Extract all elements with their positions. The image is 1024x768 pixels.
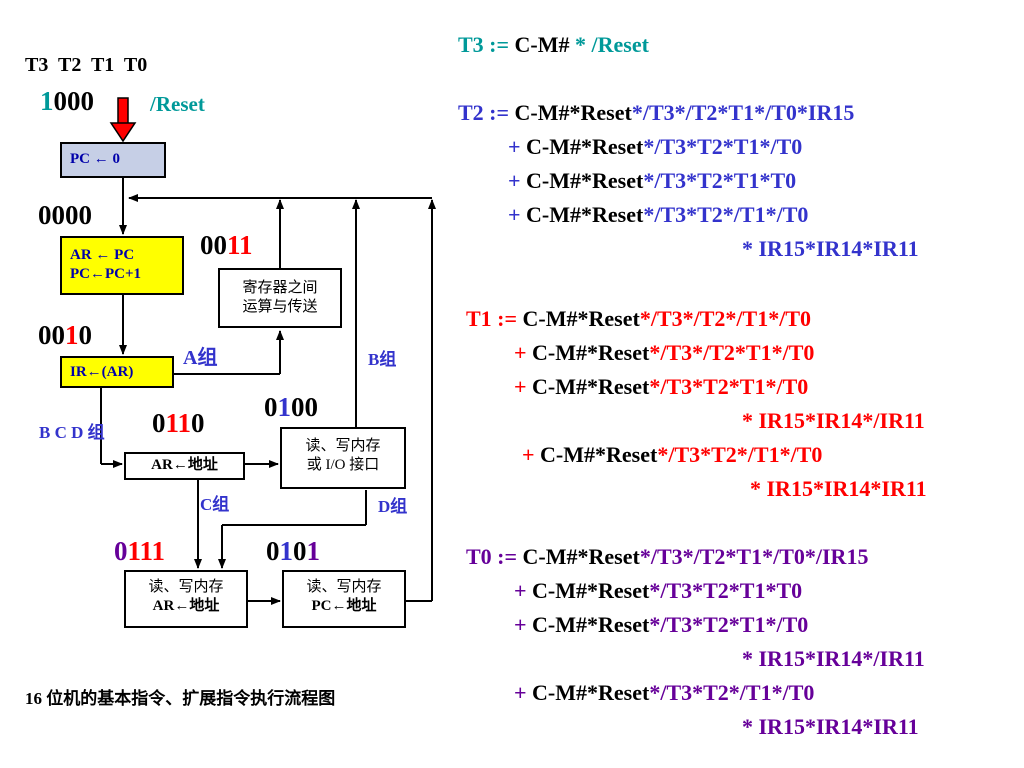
eq-t1-line-6: * IR15*IR14*IR11 bbox=[750, 476, 927, 501]
state-0000: 0000 bbox=[38, 200, 92, 230]
eq-t0-line-5: + C-M#*Reset*/T3*T2*/T1*/T0 bbox=[514, 680, 815, 705]
eq-t2-line-4: + C-M#*Reset*/T3*T2*/T1*/T0 bbox=[508, 202, 809, 227]
eq-t1-line-2: + C-M#*Reset*/T3*/T2*T1*/T0 bbox=[514, 340, 815, 365]
eq-t2-line-5: * IR15*IR14*IR11 bbox=[742, 236, 919, 261]
state-1000: 1000 bbox=[40, 86, 94, 116]
state-0011: 0011 bbox=[200, 230, 253, 260]
mem-io-box: 读、写内存 或 I/O 接口 bbox=[280, 427, 406, 489]
eq-t3: T3 := C-M# * /Reset bbox=[458, 32, 649, 57]
state-0101: 0101 bbox=[266, 536, 320, 566]
eq-t1-line-5: + C-M#*Reset*/T3*T2*/T1*/T0 bbox=[522, 442, 823, 467]
eq-t1-line-4: * IR15*IR14*/IR11 bbox=[742, 408, 925, 433]
state-0100: 0100 bbox=[264, 392, 318, 422]
eq-t2-line-1: T2 := C-M#*Reset*/T3*/T2*T1*/T0*IR15 bbox=[458, 100, 855, 125]
state-0010: 0010 bbox=[38, 320, 92, 350]
group-label-b: B组 bbox=[368, 350, 397, 369]
register-op-box: 寄存器之间 运算与传送 bbox=[218, 268, 342, 328]
eq-t2-line-2: + C-M#*Reset*/T3*T2*T1*/T0 bbox=[508, 134, 803, 159]
timing-header: T3 T2 T1 T0 bbox=[25, 54, 148, 76]
eq-t0-line-4: * IR15*IR14*/IR11 bbox=[742, 646, 925, 671]
state-0110: 0110 bbox=[152, 408, 205, 438]
group-label-bcd: B C D 组 bbox=[39, 423, 105, 442]
group-label-a: A组 bbox=[183, 347, 218, 369]
reset-arrow bbox=[109, 97, 137, 143]
state-0111: 0111 bbox=[114, 536, 166, 566]
eq-t1-line-1: T1 := C-M#*Reset*/T3*/T2*/T1*/T0 bbox=[466, 306, 811, 331]
reset-label: /Reset bbox=[150, 92, 205, 116]
group-label-d: D组 bbox=[378, 497, 408, 516]
mem-ar-box: 读、写内存 AR←地址 bbox=[124, 570, 248, 628]
fetch-box: AR ← PC PC←PC+1 bbox=[60, 236, 184, 295]
eq-t0-line-1: T0 := C-M#*Reset*/T3*/T2*T1*/T0*/IR15 bbox=[466, 544, 869, 569]
ir-load-box: IR←(AR) bbox=[60, 356, 174, 388]
pc-reset-box: PC ← 0 bbox=[60, 142, 166, 178]
eq-t0-line-2: + C-M#*Reset*/T3*T2*T1*T0 bbox=[514, 578, 803, 603]
figure-caption: 16 位机的基本指令、扩展指令执行流程图 bbox=[25, 689, 336, 708]
eq-t2-line-3: + C-M#*Reset*/T3*T2*T1*T0 bbox=[508, 168, 797, 193]
eq-t1-line-3: + C-M#*Reset*/T3*T2*T1*/T0 bbox=[514, 374, 809, 399]
eq-t0-line-6: * IR15*IR14*IR11 bbox=[742, 714, 919, 739]
mem-pc-box: 读、写内存 PC←地址 bbox=[282, 570, 406, 628]
eq-t0-line-3: + C-M#*Reset*/T3*T2*T1*/T0 bbox=[514, 612, 809, 637]
group-label-c: C组 bbox=[200, 495, 230, 514]
ar-address-box: AR←地址 bbox=[124, 452, 245, 480]
